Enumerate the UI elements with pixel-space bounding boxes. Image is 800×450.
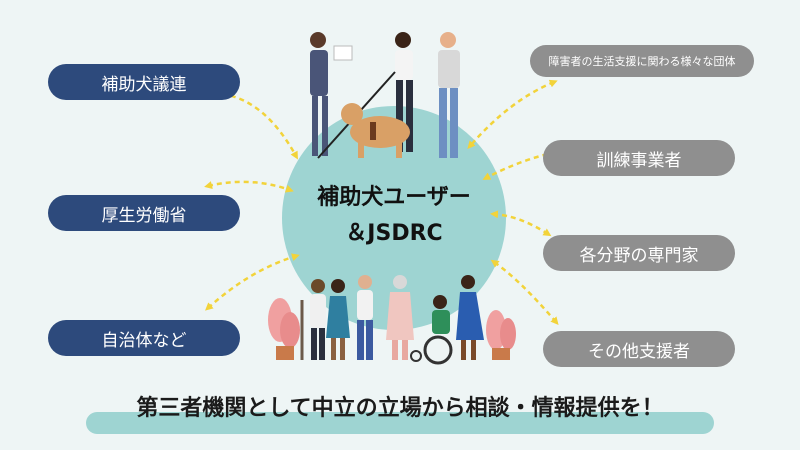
group-other-supporters: その他支援者 [543, 331, 735, 367]
group-label: 訓練事業者 [596, 150, 682, 171]
group-label: 各分野の専門家 [579, 245, 699, 266]
group-training-providers: 訓練事業者 [543, 140, 735, 176]
group-local-governments: 自治体など [48, 320, 240, 356]
center-label: 補助犬ユーザー ＆JSDRC [282, 180, 506, 252]
potted-plant-icon [268, 298, 300, 360]
dashed-double-arrow-icon [482, 148, 560, 180]
dashed-double-arrow-icon [490, 210, 552, 237]
dashed-double-arrow-icon [490, 259, 559, 326]
footer-highlight [86, 412, 714, 434]
dashed-double-arrow-icon [467, 79, 558, 150]
group-label: 厚生労働省 [101, 205, 187, 226]
group-bridge-dog-caucus: 補助犬議連 [48, 64, 240, 100]
diverse-people-illustration [300, 275, 484, 365]
dashed-double-arrow-icon [205, 253, 300, 311]
potted-plant-icon [486, 310, 516, 360]
group-mhlw: 厚生労働省 [48, 195, 240, 231]
center-subtitle: ＆JSDRC [345, 221, 443, 246]
group-label: 自治体など [101, 330, 187, 351]
group-specialists: 各分野の専門家 [543, 235, 735, 271]
group-label: その他支援者 [588, 341, 690, 362]
group-label: 補助犬議連 [101, 74, 187, 95]
footer-message: 第三者機関として中立の立場から相談・情報提供を！ [136, 396, 664, 421]
group-label: 障害者の生活支援に関わる様々な団体 [548, 55, 736, 68]
dashed-double-arrow-icon [204, 180, 294, 193]
center-title: 補助犬ユーザー [317, 185, 471, 210]
people-with-guide-dog-illustration [310, 32, 460, 159]
dashed-double-arrow-icon [218, 90, 298, 160]
group-support-organizations: 障害者の生活支援に関わる様々な団体 [530, 45, 754, 77]
